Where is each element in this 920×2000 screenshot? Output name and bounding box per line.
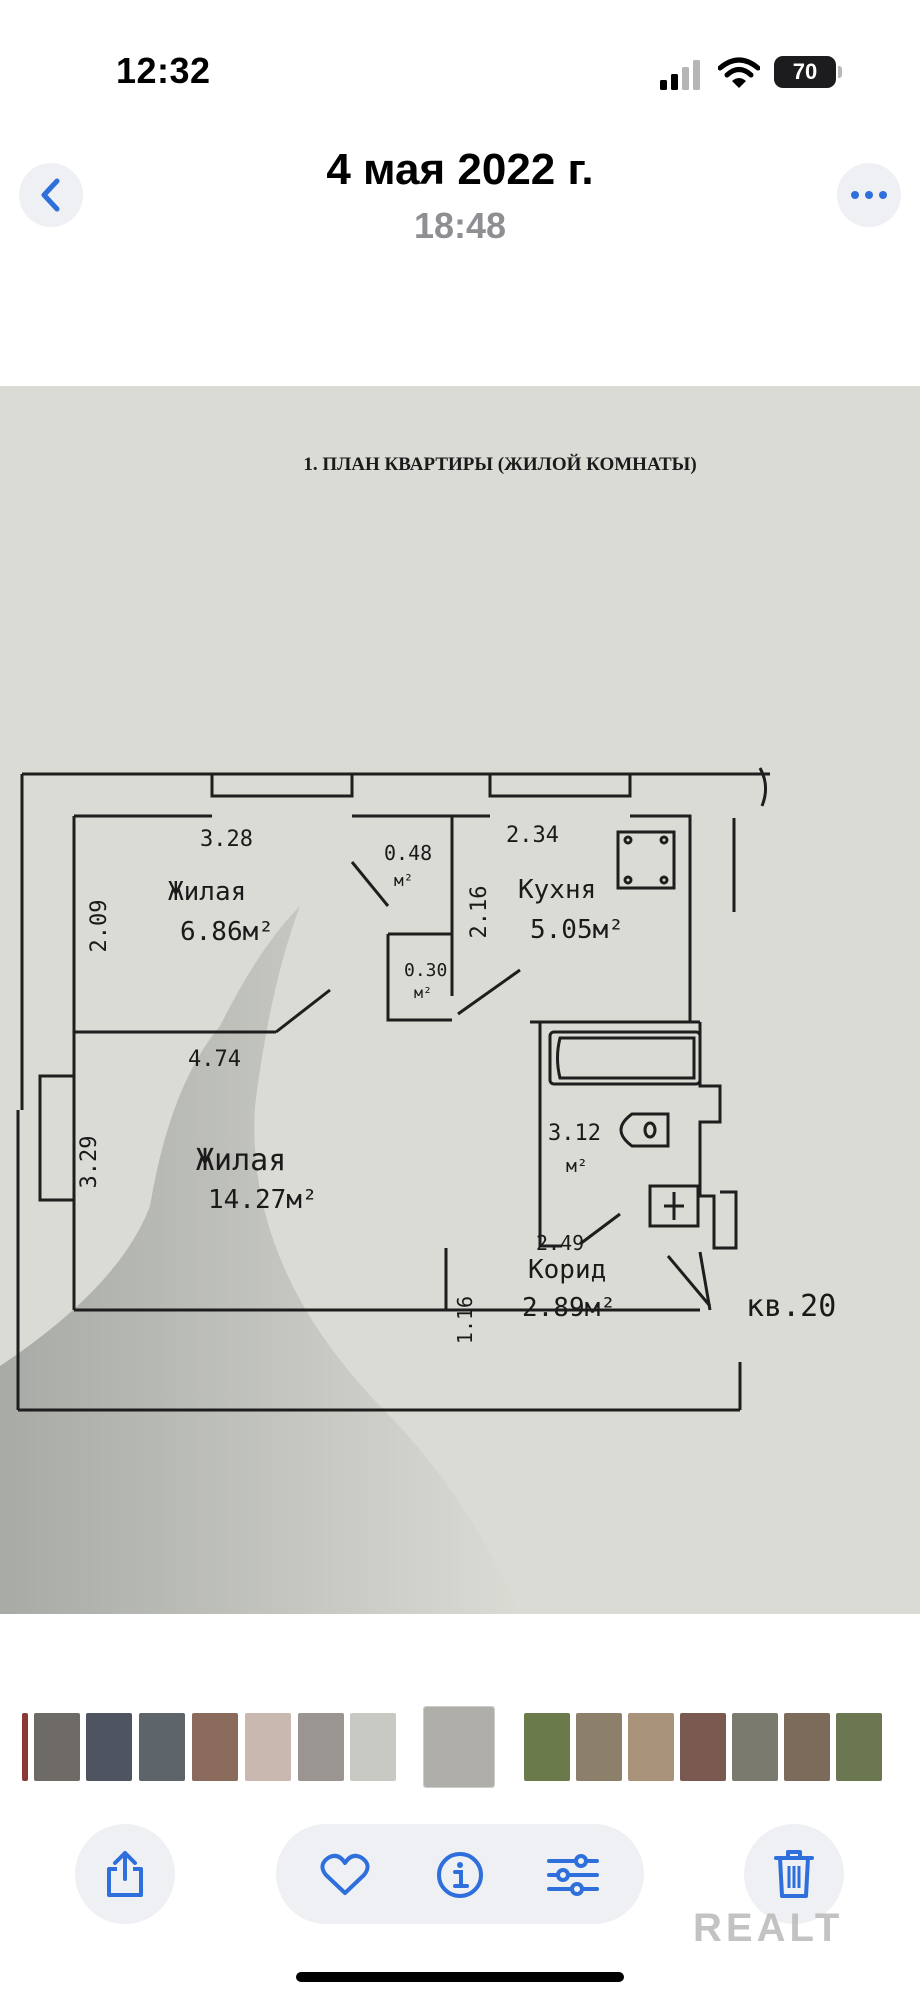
thumbnail[interactable] (628, 1713, 674, 1781)
battery-icon: 70 (774, 56, 836, 88)
wifi-icon (718, 57, 760, 88)
closet2-unit: м² (414, 984, 432, 1002)
delete-button[interactable] (744, 1824, 844, 1924)
bath-area: 3.12 (548, 1121, 601, 1146)
closet1-unit: м² (394, 871, 413, 890)
thumbnail[interactable] (732, 1713, 778, 1781)
kitchen-area: 5.05м² (530, 915, 624, 945)
corridor-name: Корид (528, 1255, 606, 1285)
shadow (0, 906, 520, 1614)
thumbnail[interactable] (139, 1713, 185, 1781)
plan-labels: Жилая 6.86м² 3.28 2.09 0.48 м² 0.30 м² К… (77, 823, 836, 1344)
corridor-height: 1.16 (453, 1296, 477, 1344)
kitchen-name: Кухня (518, 875, 596, 905)
bath-unit: м² (566, 1156, 588, 1177)
corridor-width: 2.49 (536, 1231, 584, 1255)
room1-area: 6.86м² (180, 917, 274, 947)
thumbnail[interactable] (836, 1713, 882, 1781)
home-indicator[interactable] (296, 1972, 624, 1982)
kitchen-height: 2.16 (467, 886, 492, 939)
thumbnail[interactable] (192, 1713, 238, 1781)
battery-nub (838, 66, 842, 78)
sliders-icon (547, 1854, 599, 1896)
adjust-button[interactable] (546, 1848, 600, 1902)
room2-width: 4.74 (188, 1047, 241, 1072)
thumbnail[interactable] (680, 1713, 726, 1781)
watermark: REALT (693, 1906, 844, 1950)
room2-area: 14.27м² (208, 1185, 318, 1215)
page-subtitle: 18:48 (413, 205, 507, 246)
trash-icon (774, 1850, 814, 1898)
chevron-left-icon (41, 178, 60, 212)
more-button[interactable] (837, 163, 901, 227)
thumbnail[interactable] (784, 1713, 830, 1781)
status-time: 12:32 (116, 50, 211, 91)
closet2-area: 0.30 (404, 960, 447, 981)
favorite-button[interactable] (318, 1848, 372, 1902)
thumbnail[interactable] (423, 1706, 495, 1788)
apartment-number: кв.20 (746, 1289, 836, 1324)
info-icon (437, 1852, 483, 1898)
signal-icon (660, 60, 700, 90)
photo-actions (276, 1824, 644, 1924)
kitchen-width: 2.34 (506, 823, 559, 848)
room2-name: Жилая (196, 1143, 286, 1178)
share-icon (107, 1851, 143, 1897)
room1-height: 2.09 (87, 900, 112, 953)
photo-viewer[interactable]: 1. ПЛАН КВАРТИРЫ (ЖИЛОЙ КОМНАТЫ) (0, 386, 920, 1614)
back-button[interactable] (19, 163, 83, 227)
thumbnail[interactable] (576, 1713, 622, 1781)
room2-height: 3.29 (77, 1136, 102, 1189)
ellipsis-icon (851, 191, 887, 199)
thumbnail-strip[interactable] (0, 1706, 920, 1788)
thumbnail[interactable] (22, 1713, 28, 1781)
room1-width: 3.28 (200, 827, 253, 852)
corridor-area: 2.89м² (522, 1293, 616, 1323)
room1-name: Жилая (168, 877, 246, 907)
page-title: 4 мая 2022 г. (326, 145, 594, 194)
thumbnail[interactable] (34, 1713, 80, 1781)
plan-walls (16, 767, 770, 1412)
thumbnail[interactable] (298, 1713, 344, 1781)
thumbnail[interactable] (524, 1713, 570, 1781)
thumbnail[interactable] (350, 1713, 396, 1781)
floor-plan: Жилая 6.86м² 3.28 2.09 0.48 м² 0.30 м² К… (0, 767, 836, 1614)
closet1-area: 0.48 (384, 841, 432, 865)
document-heading: 1. ПЛАН КВАРТИРЫ (ЖИЛОЙ КОМНАТЫ) (303, 454, 697, 475)
thumbnail[interactable] (86, 1713, 132, 1781)
share-button[interactable] (75, 1824, 175, 1924)
info-button[interactable] (433, 1848, 487, 1902)
thumbnail[interactable] (245, 1713, 291, 1781)
heart-icon (320, 1853, 370, 1895)
